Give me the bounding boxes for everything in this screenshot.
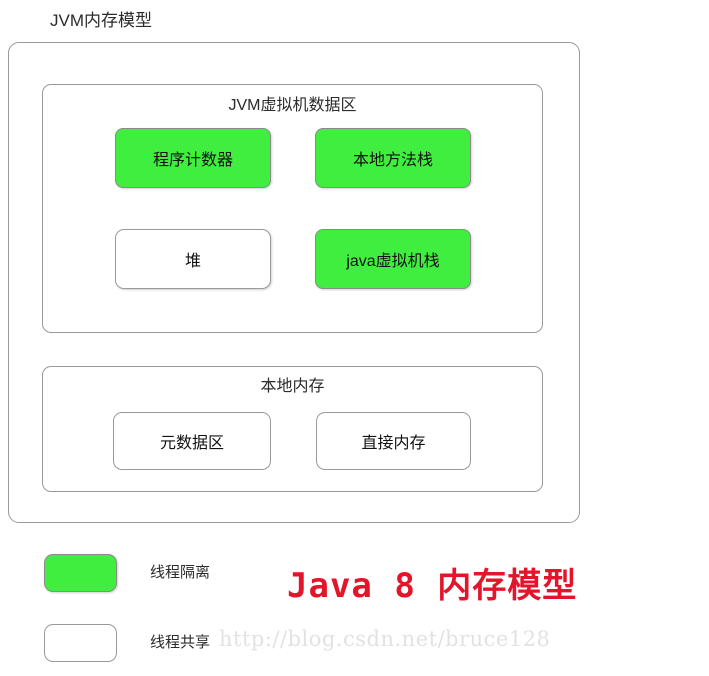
region-native-method-stack: 本地方法栈 (315, 128, 471, 188)
region-label: 本地方法栈 (352, 152, 433, 169)
region-label: 堆 (184, 253, 201, 270)
region-java-virtual-machine-stack: java虚拟机栈 (315, 229, 471, 289)
runtime-data-area-heading: JVM虚拟机数据区 (228, 97, 357, 114)
region-program-counter-register: 程序计数器 (115, 128, 271, 188)
runtime-data-area-group: JVM虚拟机数据区 (42, 84, 543, 333)
region-heap: 堆 (115, 229, 271, 289)
region-label: 元数据区 (159, 435, 224, 452)
region-label: 直接内存 (361, 435, 426, 452)
region-direct-memory: 直接内存 (316, 412, 471, 470)
region-label: java虚拟机栈 (346, 253, 440, 270)
region-metaspace: 元数据区 (113, 412, 271, 470)
legend-swatch-thread-shared (44, 624, 117, 662)
legend-label-thread-isolated: 线程隔离 (150, 564, 211, 581)
page-title: JVM内存模型 (50, 11, 152, 30)
region-label: 程序计数器 (152, 152, 233, 169)
legend-label-thread-shared: 线程共享 (150, 634, 211, 651)
watermark-url: http://blog.csdn.net/bruce128 (219, 627, 551, 651)
legend-swatch-thread-isolated (44, 554, 117, 592)
native-memory-area-heading: 本地内存 (260, 378, 325, 395)
caption-java8-memory-model: Java 8 内存模型 (287, 566, 578, 606)
